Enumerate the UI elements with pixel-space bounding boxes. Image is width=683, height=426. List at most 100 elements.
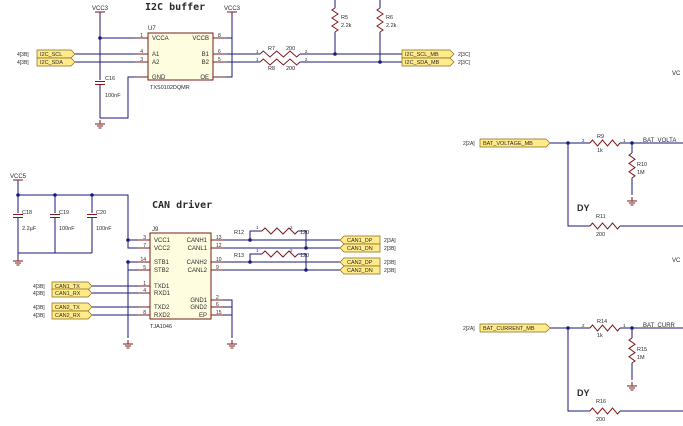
junction-dot [126, 238, 130, 242]
net-label-flag [51, 310, 93, 320]
net-ref: 4[3B] [17, 52, 29, 58]
pin-name: VCC2 [154, 246, 171, 252]
wire [567, 328, 590, 412]
wire [567, 143, 590, 227]
resistor-icon [261, 250, 299, 258]
label: 1 [256, 248, 259, 253]
pin-name: GND1 [190, 298, 207, 304]
pin-name: CANL1 [188, 246, 208, 252]
label: 2 [582, 323, 585, 328]
label: 200 [286, 66, 295, 72]
resistor-icon [589, 139, 621, 147]
pin-number: 6 [216, 302, 219, 308]
junction-dot [126, 260, 130, 264]
ic-part-number: TXS0102DQMR [150, 85, 190, 91]
net-name: I2C_SCL [40, 52, 62, 58]
pin-number: 14 [140, 257, 146, 263]
ic-ref: J9 [152, 227, 159, 233]
resistor-icon [376, 7, 384, 33]
net-label-flag [339, 265, 381, 275]
net-ref: 2[3B] [384, 246, 396, 252]
label: 1 [623, 138, 626, 143]
net-label-flag [36, 49, 76, 59]
pin-name: TXD2 [154, 305, 170, 311]
pin-name: GND [152, 75, 166, 81]
pin-number: 5 [143, 265, 146, 271]
label: 2.2k [341, 23, 352, 29]
resistor-icon [589, 222, 621, 230]
net-ref: 2[2A] [463, 141, 475, 147]
net-name: I2C_SDA_MB [405, 60, 440, 66]
pin-number: 4 [140, 49, 143, 55]
section-title: CAN driver [152, 199, 212, 211]
label: R8 [268, 66, 275, 72]
pin-number: 1 [140, 33, 143, 39]
label: 2.2µF [22, 226, 37, 232]
pin-name: CANH1 [187, 238, 208, 244]
ic-part-number: TJA1046 [150, 324, 172, 330]
pin-number: 8 [218, 33, 221, 39]
pin-number: 15 [216, 310, 222, 316]
wire [298, 253, 307, 270]
label: C18 [22, 210, 32, 216]
net-label-flag [479, 138, 551, 148]
wire [226, 12, 233, 39]
pin-name: OE [200, 75, 209, 81]
pin-name: GND2 [190, 305, 207, 311]
pin-number: 8 [143, 310, 146, 316]
net-name: BAT_VOLTA [643, 138, 676, 144]
wire [298, 230, 307, 248]
label: 1M [637, 170, 645, 176]
pin-number: 3 [143, 235, 146, 241]
power-label: VCC5 [10, 174, 27, 180]
label: R13 [234, 253, 244, 259]
label: R15 [637, 347, 647, 353]
label: 1k [597, 333, 603, 339]
junction-dot [304, 268, 308, 272]
net-ref: 4[3B] [33, 305, 45, 311]
pin-number: 6 [218, 49, 221, 55]
pin-name: TXD1 [154, 284, 170, 290]
pin-number: 5 [218, 57, 221, 63]
wire [100, 76, 135, 119]
net-name: CAN2_RX [55, 313, 81, 319]
label: 100nF [96, 226, 112, 232]
pin-name: B1 [202, 52, 210, 58]
net-ref: 4[3B] [33, 313, 45, 319]
pin-name: EP [199, 313, 207, 319]
net-name: CAN2_DP [347, 260, 373, 266]
cut-off-label: VC [672, 258, 681, 264]
label: 2 [290, 225, 293, 230]
power-label: VCC3 [224, 6, 241, 12]
pin-number: 1 [143, 281, 146, 287]
net-ref: 2[3B] [384, 268, 396, 274]
net-ref: 2[3A] [384, 238, 396, 244]
resistor-icon [628, 337, 636, 364]
label: R9 [597, 134, 604, 140]
cut-off-label: VC [672, 71, 681, 77]
label: 1 [623, 323, 626, 328]
net-name: CAN2_TX [55, 305, 80, 311]
label: 2 [290, 248, 293, 253]
pin-number: 12 [216, 243, 222, 249]
net-label-flag [479, 323, 551, 333]
pin-name: A2 [152, 60, 160, 66]
pin-number: 4 [143, 288, 146, 294]
label: 200 [596, 417, 605, 423]
resistor-icon [589, 407, 621, 415]
label: 2 [305, 49, 308, 54]
power-label: VCC3 [92, 6, 109, 12]
pin-name: CANL2 [188, 268, 208, 274]
net-label-flag [36, 57, 76, 67]
ic-body-u9 [149, 232, 212, 320]
pin-name: VCCB [192, 36, 209, 42]
pin-name: VCCA [152, 36, 169, 42]
net-ref: 2[3C] [458, 52, 471, 58]
net-name: I2C_SCL_MB [405, 52, 439, 58]
net-label-flag [339, 243, 381, 253]
pin-name: RXD2 [154, 313, 171, 319]
pin-number: 3 [140, 57, 143, 63]
net-name: CAN1_TX [55, 284, 80, 290]
label: 1 [256, 225, 259, 230]
